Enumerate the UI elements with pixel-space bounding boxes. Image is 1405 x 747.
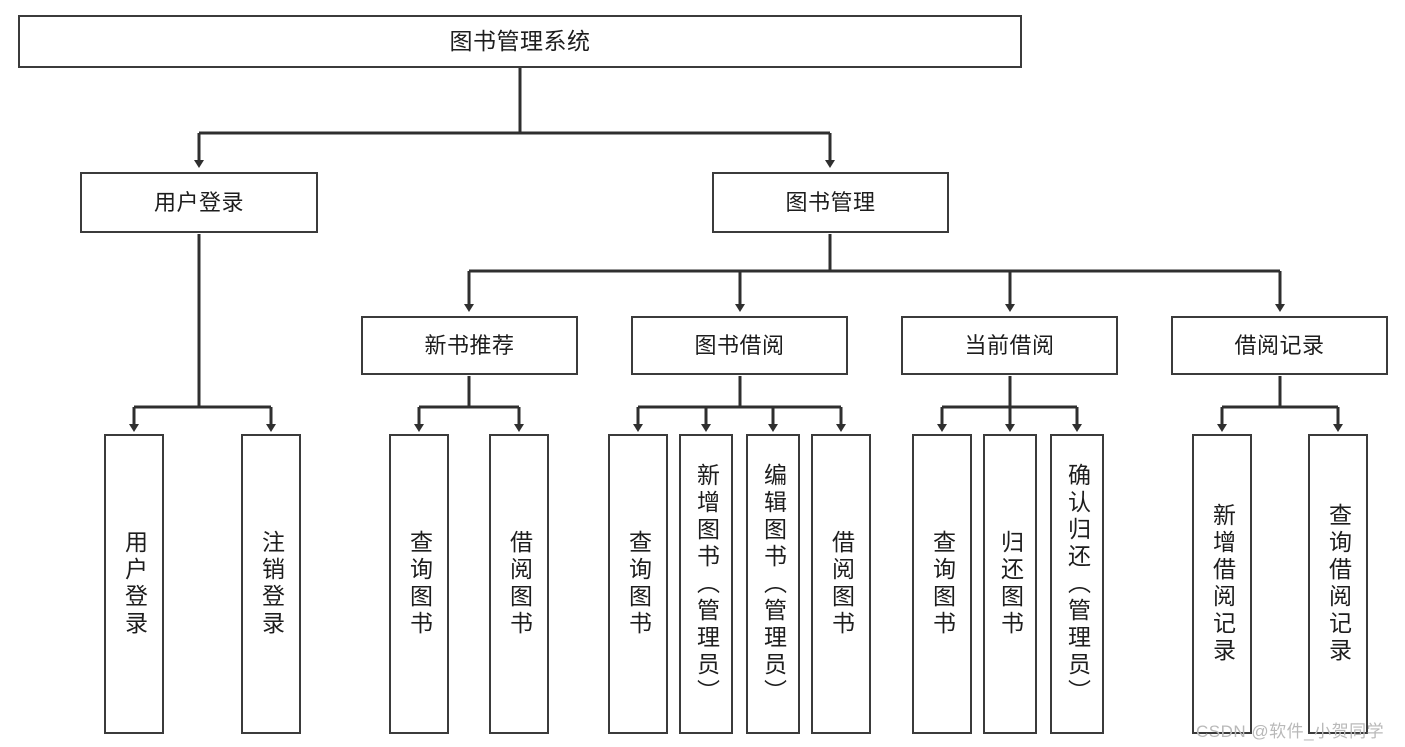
- node-leaf-add-record[interactable]: 新增借阅记录: [1192, 434, 1252, 734]
- node-leaf-add-book-label: 新增图书（管理员）: [693, 462, 720, 706]
- node-leaf-query-book-2-label: 查询图书: [625, 530, 652, 638]
- node-leaf-borrow-book-2-label: 借阅图书: [828, 530, 855, 638]
- node-current-borrow[interactable]: 当前借阅: [901, 316, 1118, 375]
- node-borrow-record-label: 借阅记录: [1234, 332, 1325, 358]
- node-leaf-borrow-book-2[interactable]: 借阅图书: [811, 434, 871, 734]
- node-leaf-query-book-3-label: 查询图书: [929, 530, 956, 638]
- node-leaf-return-book-label: 归还图书: [997, 530, 1024, 638]
- node-current-borrow-label: 当前借阅: [964, 332, 1055, 358]
- node-leaf-return-book[interactable]: 归还图书: [983, 434, 1037, 734]
- node-leaf-add-book[interactable]: 新增图书（管理员）: [679, 434, 733, 734]
- node-leaf-user-logout-label: 注销登录: [258, 530, 285, 638]
- node-root[interactable]: 图书管理系统: [18, 15, 1022, 68]
- node-book-borrow[interactable]: 图书借阅: [631, 316, 848, 375]
- node-leaf-edit-book-label: 编辑图书（管理员）: [760, 462, 787, 706]
- node-book-borrow-label: 图书借阅: [694, 332, 785, 358]
- node-user-login[interactable]: 用户登录: [80, 172, 318, 233]
- node-leaf-query-book-1-label: 查询图书: [406, 530, 433, 638]
- node-user-login-label: 用户登录: [153, 189, 244, 215]
- node-leaf-query-record[interactable]: 查询借阅记录: [1308, 434, 1368, 734]
- node-leaf-query-book-1[interactable]: 查询图书: [389, 434, 449, 734]
- node-root-label: 图书管理系统: [449, 27, 591, 54]
- node-leaf-query-record-label: 查询借阅记录: [1325, 503, 1352, 665]
- node-leaf-query-book-3[interactable]: 查询图书: [912, 434, 972, 734]
- node-book-manage-label: 图书管理: [785, 189, 876, 215]
- node-leaf-confirm-return[interactable]: 确认归还（管理员）: [1050, 434, 1104, 734]
- node-leaf-user-logout[interactable]: 注销登录: [241, 434, 301, 734]
- node-leaf-confirm-return-label: 确认归还（管理员）: [1064, 462, 1091, 706]
- node-leaf-query-book-2[interactable]: 查询图书: [608, 434, 668, 734]
- node-leaf-edit-book[interactable]: 编辑图书（管理员）: [746, 434, 800, 734]
- node-new-book-recommend[interactable]: 新书推荐: [361, 316, 578, 375]
- watermark: CSDN @软件_小贺同学: [1196, 722, 1385, 741]
- node-leaf-user-login[interactable]: 用户登录: [104, 434, 164, 734]
- node-leaf-add-record-label: 新增借阅记录: [1209, 503, 1236, 665]
- node-book-manage[interactable]: 图书管理: [712, 172, 949, 233]
- node-leaf-borrow-book-1[interactable]: 借阅图书: [489, 434, 549, 734]
- node-leaf-borrow-book-1-label: 借阅图书: [506, 530, 533, 638]
- node-leaf-user-login-label: 用户登录: [121, 530, 148, 638]
- node-borrow-record[interactable]: 借阅记录: [1171, 316, 1388, 375]
- node-new-book-recommend-label: 新书推荐: [424, 332, 515, 358]
